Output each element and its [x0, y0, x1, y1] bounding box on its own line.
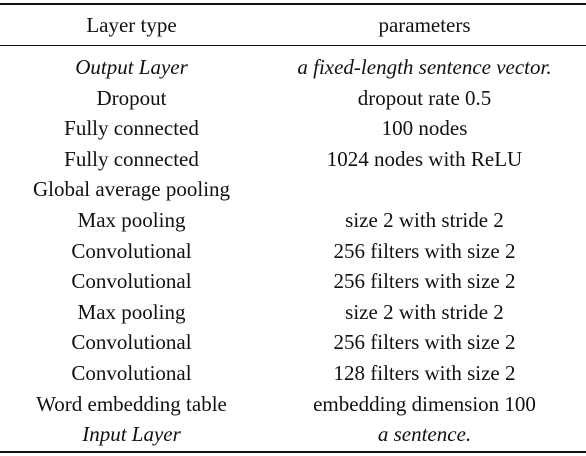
layer-type-cell: Convolutional: [71, 330, 192, 355]
layer-type-cell: Convolutional: [71, 361, 192, 385]
table-bottom-rule: [0, 451, 586, 453]
layer-type-cell: Dropout: [96, 85, 167, 110]
parameters-cell: a sentence.: [377, 422, 472, 447]
parameters-cell: a fixed-length sentence vector.: [297, 55, 552, 79]
table-row: Convolutional 256 filters with size 2: [0, 266, 586, 296]
parameters-cell: 128 filters with size 2: [333, 361, 516, 385]
table-row: Max pooling size 2 with stride 2: [0, 297, 586, 327]
table-row: Dropout dropout rate 0.5: [0, 83, 586, 113]
table-row: Fully connected 100 nodes: [0, 113, 586, 143]
parameters-cell: 256 filters with size 2: [333, 269, 516, 294]
table-top-rule: [0, 3, 586, 5]
layer-type-cell: Fully connected: [64, 146, 199, 171]
header-parameters: parameters: [378, 13, 471, 37]
table-row: Input Layer a sentence.: [0, 419, 586, 449]
layer-type-cell: Max pooling: [77, 208, 186, 232]
table-row: Word embedding table embedding dimension …: [0, 389, 586, 419]
layer-type-cell: Word embedding table: [36, 391, 227, 416]
layer-type-cell: Input Layer: [82, 422, 181, 447]
parameters-cell: dropout rate 0.5: [357, 85, 492, 110]
table-row: Global average pooling: [0, 174, 586, 204]
parameters-cell: 100 nodes: [381, 116, 468, 141]
header-layer-type: Layer type: [86, 13, 177, 37]
layer-type-cell: Output Layer: [75, 55, 188, 79]
table-row: Convolutional 128 filters with size 2: [0, 358, 586, 388]
table-row: Output Layer a fixed-length sentence vect…: [0, 52, 586, 82]
layer-type-cell: Convolutional: [71, 269, 192, 294]
layer-type-cell: Global average pooling: [32, 177, 231, 202]
parameters-cell: embedding dimension 100: [313, 391, 536, 416]
layer-type-cell: Fully connected: [64, 116, 199, 141]
parameters-cell: 256 filters with size 2: [333, 238, 516, 263]
table-row: Fully connected 1024 nodes with ReLU: [0, 144, 586, 174]
layer-type-cell: Max pooling: [77, 299, 186, 324]
layer-type-cell: Convolutional: [71, 238, 192, 263]
parameters-cell: size 2 with stride 2: [345, 299, 504, 324]
table-row: Convolutional 256 filters with size 2: [0, 236, 586, 266]
table-row: Convolutional 256 filters with size 2: [0, 327, 586, 357]
table-row: Max pooling size 2 with stride 2: [0, 205, 586, 235]
parameters-cell: 1024 nodes with ReLU: [326, 146, 523, 171]
parameters-cell: 256 filters with size 2: [333, 330, 516, 355]
table-header-row: Layer type parameters: [0, 8, 586, 42]
table-header-rule: [0, 45, 586, 46]
parameters-cell: size 2 with stride 2: [345, 208, 504, 232]
